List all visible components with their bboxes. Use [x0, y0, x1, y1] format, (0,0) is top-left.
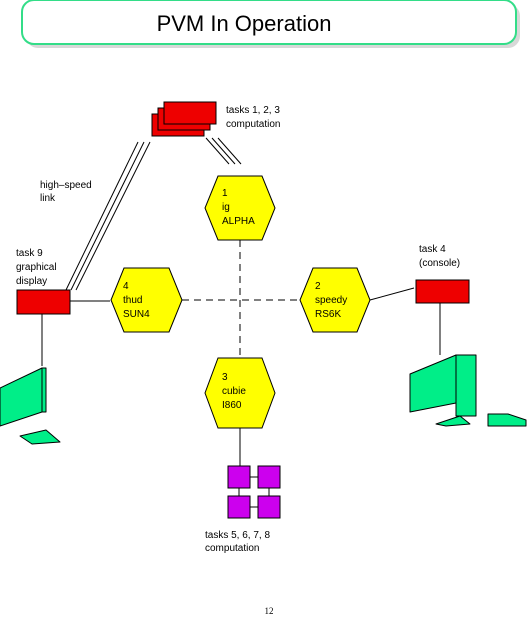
- node-cubie-name: cubie: [222, 386, 246, 397]
- tasks123-link-line-1: [205, 137, 230, 165]
- right-monitor-icon: [409, 354, 527, 427]
- task4-console-box: [415, 279, 470, 304]
- tasks5678-grid: [227, 465, 281, 519]
- task9-label-line3: display: [16, 276, 47, 287]
- speedy-to-console-line: [369, 287, 415, 301]
- node-speedy-number: 2: [315, 281, 321, 292]
- node-speedy-name: speedy: [315, 295, 347, 306]
- title-banner: PVM In Operation: [21, 0, 520, 48]
- high-speed-link-line-3: [75, 141, 151, 291]
- high-speed-link-line-1: [65, 141, 139, 291]
- node-thud-name: thud: [123, 295, 142, 306]
- task9-label-line2: graphical: [16, 262, 57, 273]
- node-thud-number: 4: [123, 281, 129, 292]
- node-speedy: 2 speedy RS6K: [299, 267, 371, 333]
- high-speed-label-line2: link: [40, 193, 56, 204]
- high-speed-link-line-2: [70, 141, 145, 291]
- task9-label-line1: task 9: [16, 248, 43, 259]
- node-thud-arch: SUN4: [123, 309, 150, 320]
- connections: [41, 137, 441, 466]
- node-cubie-number: 3: [222, 372, 228, 383]
- task4-label-line1: task 4: [419, 244, 446, 255]
- task9-display-box: [16, 289, 71, 315]
- left-monitor-icon: [0, 367, 61, 445]
- node-cubie: 3 cubie I860: [204, 357, 276, 429]
- node-ig-number: 1: [222, 188, 228, 199]
- tasks5678-label-line1: tasks 5, 6, 7, 8: [205, 530, 270, 541]
- page-title: PVM In Operation: [157, 11, 332, 36]
- high-speed-label-line1: high–speed: [40, 180, 92, 191]
- node-thud: 4 thud SUN4: [110, 267, 183, 333]
- tasks5678-label-line2: computation: [205, 543, 259, 554]
- tasks123-link-line-2: [211, 137, 236, 165]
- task4-label-line2: (console): [419, 258, 460, 269]
- node-ig-name: ig: [222, 202, 230, 213]
- tasks123-boxes: [151, 101, 217, 137]
- node-ig: 1 ig ALPHA: [204, 175, 276, 241]
- node-speedy-arch: RS6K: [315, 309, 341, 320]
- node-cubie-arch: I860: [222, 400, 242, 411]
- node-ig-arch: ALPHA: [222, 216, 255, 227]
- tasks123-label-line1: tasks 1, 2, 3: [226, 105, 280, 116]
- tasks123-label-line2: computation: [226, 119, 280, 130]
- tasks123-link-line-3: [217, 137, 242, 165]
- page-number: 12: [265, 606, 274, 616]
